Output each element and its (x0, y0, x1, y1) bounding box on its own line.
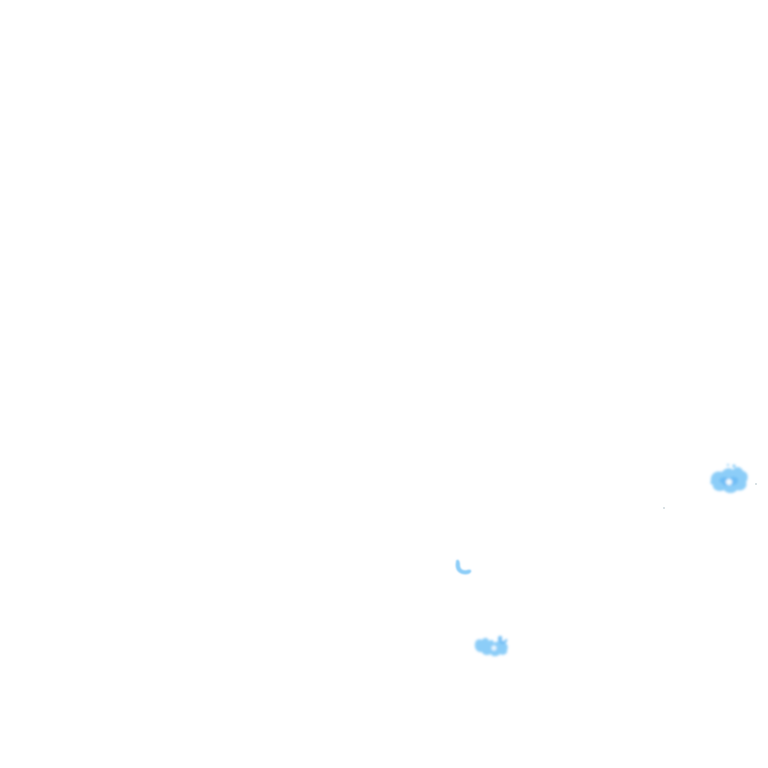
blue-paint-blob-right (704, 460, 754, 500)
paint-splash-icon (474, 635, 508, 657)
paint-splash-icon (710, 463, 748, 493)
faint-speck (755, 483, 757, 485)
blue-paint-curl-small (452, 556, 476, 578)
blue-paint-blob-bottom (470, 630, 512, 660)
faint-speck (663, 507, 665, 509)
paint-curl-icon (455, 559, 472, 575)
